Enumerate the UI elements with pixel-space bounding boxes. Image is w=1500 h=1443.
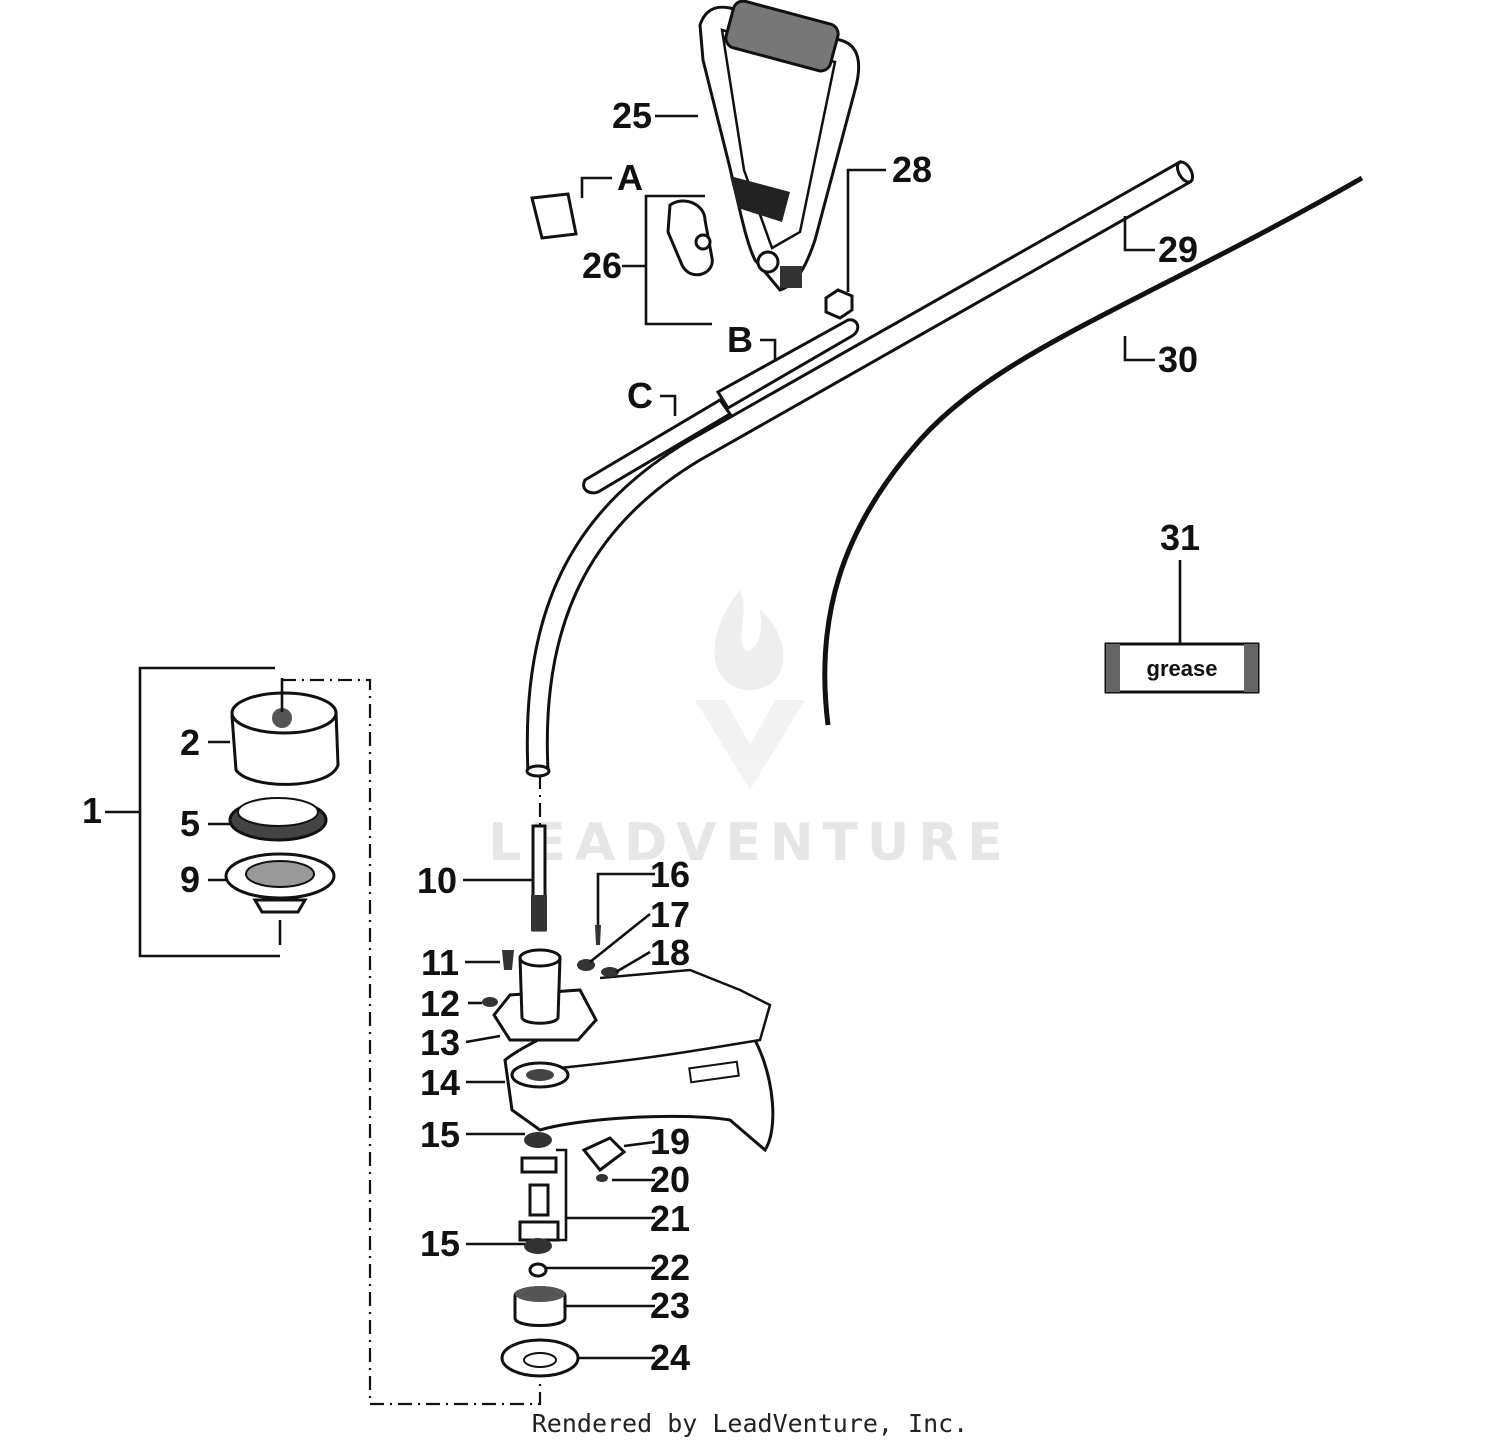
- callout-11: 11: [421, 942, 459, 983]
- clip-part-19: [581, 1136, 627, 1173]
- shaft-tube-part-29: [525, 159, 1195, 778]
- knob-part-26: [666, 199, 714, 277]
- callout-15-lower: 15: [420, 1223, 460, 1264]
- callout-28: 28: [892, 149, 932, 190]
- callout-22: 22: [650, 1247, 690, 1288]
- callout-A: A: [617, 157, 643, 198]
- screw-part-11: [502, 950, 514, 970]
- cup-part-24: [500, 1338, 580, 1378]
- spool-base-part-9: [224, 852, 336, 914]
- adapter-part-23: [513, 1286, 567, 1327]
- screw-part-12: [482, 997, 498, 1007]
- callout-31: 31: [1160, 517, 1200, 558]
- footer-credit: Rendered by LeadVenture, Inc.: [532, 1409, 969, 1438]
- callout-23: 23: [650, 1285, 690, 1326]
- callout-13: 13: [420, 1022, 460, 1063]
- watermark-text: LEADVENTURE: [488, 813, 1012, 873]
- drive-shaft-part-10: [531, 824, 547, 932]
- callout-B: B: [727, 319, 753, 360]
- grease-label: grease: [1147, 656, 1218, 681]
- callout-5: 5: [180, 803, 200, 844]
- nut-part-28: [824, 288, 854, 320]
- screw-part-16: [595, 925, 601, 945]
- gear-housing-part-14: [503, 968, 775, 1153]
- callout-labels: 1 2 5 9 10 11 12 13 14 15 15 16 17 18 19…: [82, 95, 1200, 1378]
- spool-part-5: [228, 797, 328, 842]
- flex-cable-part-30: [822, 175, 1364, 726]
- callout-14: 14: [420, 1062, 460, 1103]
- callout-C: C: [627, 375, 653, 416]
- callout-18: 18: [650, 932, 690, 973]
- screw-part-20: [596, 1174, 608, 1182]
- watermark-logo: [695, 590, 805, 790]
- spool-housing-part-2: [230, 691, 340, 786]
- callout-17: 17: [650, 894, 690, 935]
- callout-9: 9: [180, 859, 200, 900]
- decal-part-A: [530, 192, 578, 240]
- callout-24: 24: [650, 1337, 690, 1378]
- callout-19: 19: [650, 1121, 690, 1162]
- callout-10: 10: [417, 860, 457, 901]
- washer-part-18: [601, 967, 619, 977]
- callout-16: 16: [650, 854, 690, 895]
- callout-20: 20: [650, 1159, 690, 1200]
- sleeve-part-C: [582, 398, 733, 495]
- callout-21: 21: [650, 1198, 690, 1239]
- callout-15-upper: 15: [420, 1114, 460, 1155]
- grease-tube-part-31: [1104, 642, 1260, 694]
- washer-part-15-lower: [524, 1238, 552, 1254]
- spindle-part-21: [518, 1156, 560, 1242]
- callout-12: 12: [420, 983, 460, 1024]
- sleeve-part-B: [715, 318, 860, 411]
- washer-part-15-upper: [524, 1132, 552, 1148]
- callout-2: 2: [180, 722, 200, 763]
- washer-part-22: [528, 1262, 548, 1278]
- callout-29: 29: [1158, 229, 1198, 270]
- handle-part-25: [698, 0, 861, 292]
- clamp-part-11: [518, 948, 562, 1025]
- callout-30: 30: [1158, 339, 1198, 380]
- callout-25: 25: [612, 95, 652, 136]
- callout-1: 1: [82, 790, 102, 831]
- leader-lines: [105, 114, 1182, 1406]
- callout-26: 26: [582, 245, 622, 286]
